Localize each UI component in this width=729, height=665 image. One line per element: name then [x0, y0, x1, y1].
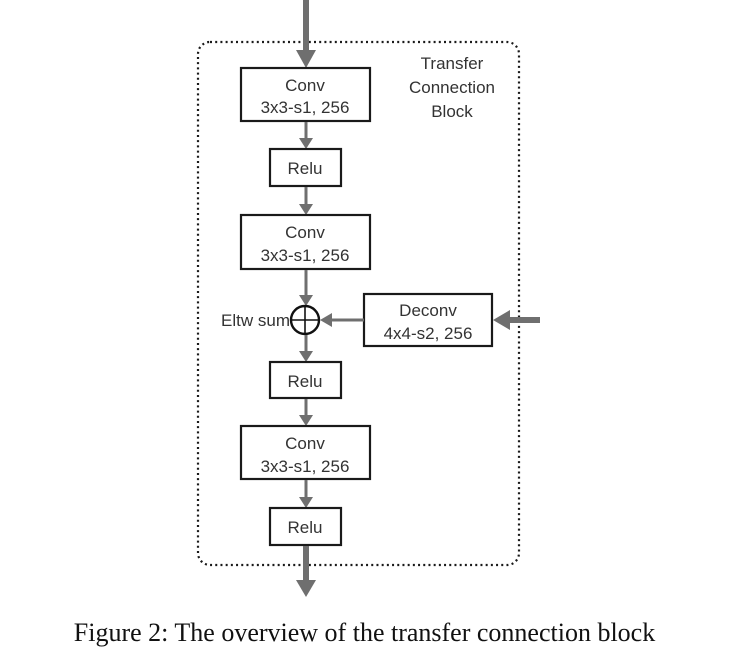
- deconv-title: Deconv: [399, 301, 457, 320]
- side-input-arrow-head: [493, 310, 510, 330]
- output-arrow-head: [296, 580, 316, 597]
- arrow-conv2-eltw-head: [299, 295, 313, 306]
- conv3-box: Conv 3x3-s1, 256: [239, 424, 372, 481]
- relu2-label: Relu: [288, 372, 323, 391]
- relu1-box: Relu: [268, 147, 343, 188]
- eltw-sum-label: Eltw sum: [221, 311, 290, 330]
- arrow-relu1-conv2-head: [299, 204, 313, 215]
- conv2-title: Conv: [285, 223, 325, 242]
- relu1-label: Relu: [288, 159, 323, 178]
- relu2-box: Relu: [268, 360, 343, 400]
- input-arrow-head: [296, 50, 316, 68]
- block-title-line-2: Connection: [409, 78, 495, 97]
- block-title-line-3: Block: [431, 102, 473, 121]
- arrow-conv3-relu3-head: [299, 497, 313, 508]
- arrow-deconv-eltw-head: [320, 313, 332, 327]
- deconv-params: 4x4-s2, 256: [384, 324, 473, 343]
- block-title-line-1: Transfer: [421, 54, 484, 73]
- conv2-box: Conv 3x3-s1, 256: [239, 213, 372, 271]
- circled-plus-icon: [289, 304, 321, 336]
- conv3-params: 3x3-s1, 256: [261, 457, 350, 476]
- arrow-conv1-relu1-head: [299, 138, 313, 149]
- conv2-params: 3x3-s1, 256: [261, 246, 350, 265]
- conv1-params: 3x3-s1, 256: [261, 98, 350, 117]
- arrow-relu2-conv3-head: [299, 415, 313, 426]
- figure-caption: Figure 2: The overview of the transfer c…: [73, 618, 656, 647]
- arrow-eltw-relu2-head: [299, 351, 313, 362]
- deconv-box: Deconv 4x4-s2, 256: [362, 292, 494, 348]
- conv3-title: Conv: [285, 434, 325, 453]
- conv1-title: Conv: [285, 76, 325, 95]
- relu3-box: Relu: [268, 506, 343, 547]
- conv1-box: Conv 3x3-s1, 256: [239, 66, 372, 123]
- relu3-label: Relu: [288, 518, 323, 537]
